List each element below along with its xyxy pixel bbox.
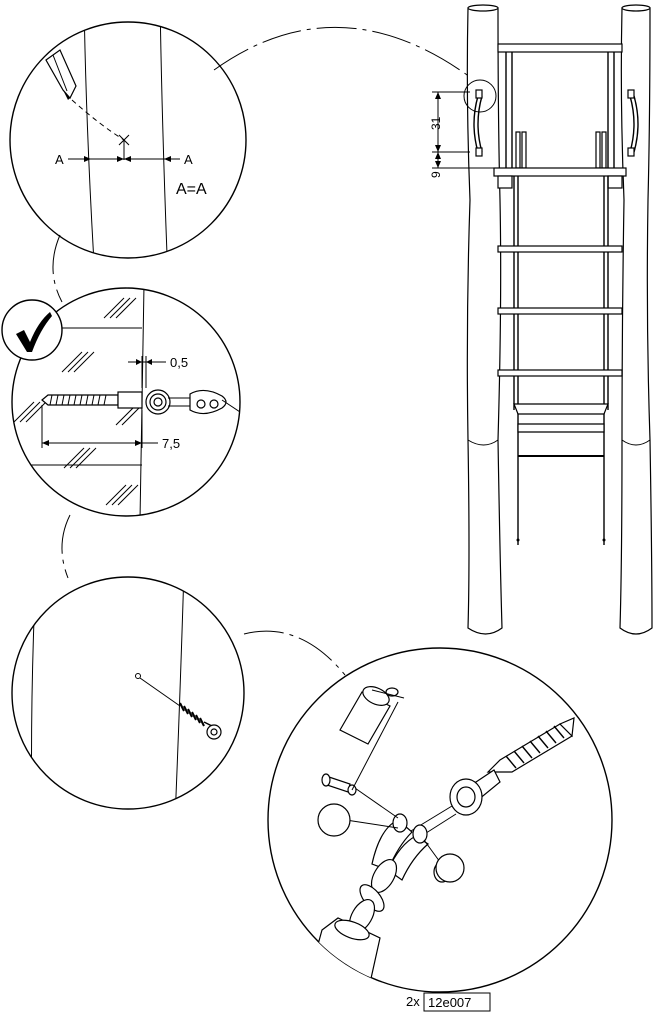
detail-distance: 0,5 7,5 [1,287,241,517]
label-a-right: A [184,152,193,167]
part-quantity: 2x [406,994,420,1009]
leader-lines [52,27,475,676]
detail-hardware [267,647,613,993]
ladder-overview [432,4,653,635]
gap-dimension: 0,5 [170,355,188,370]
handle-left [473,89,483,157]
dimension-31: 31 [429,116,443,130]
lag-screw [449,717,575,816]
detail-pilot-hole [11,576,245,810]
pencil-icon [45,49,77,100]
part-reference: 2x 12e007 [406,992,491,1012]
eye-screw [179,702,222,740]
pin [321,773,399,819]
equation-label: A=A [176,181,207,198]
part-code: 12e007 [428,995,471,1010]
screw-thread [41,391,143,409]
shackle-assembly [371,805,457,881]
checkmark-icon [1,299,63,361]
tool [339,686,405,791]
cap-left [317,803,399,837]
length-dimension: 7,5 [162,436,180,451]
handle-right [627,89,639,157]
label-a-left: A [55,152,64,167]
detail-marking: A A A=A [9,21,247,259]
cap-right [423,839,465,883]
dimension-9: 9 [429,171,443,178]
